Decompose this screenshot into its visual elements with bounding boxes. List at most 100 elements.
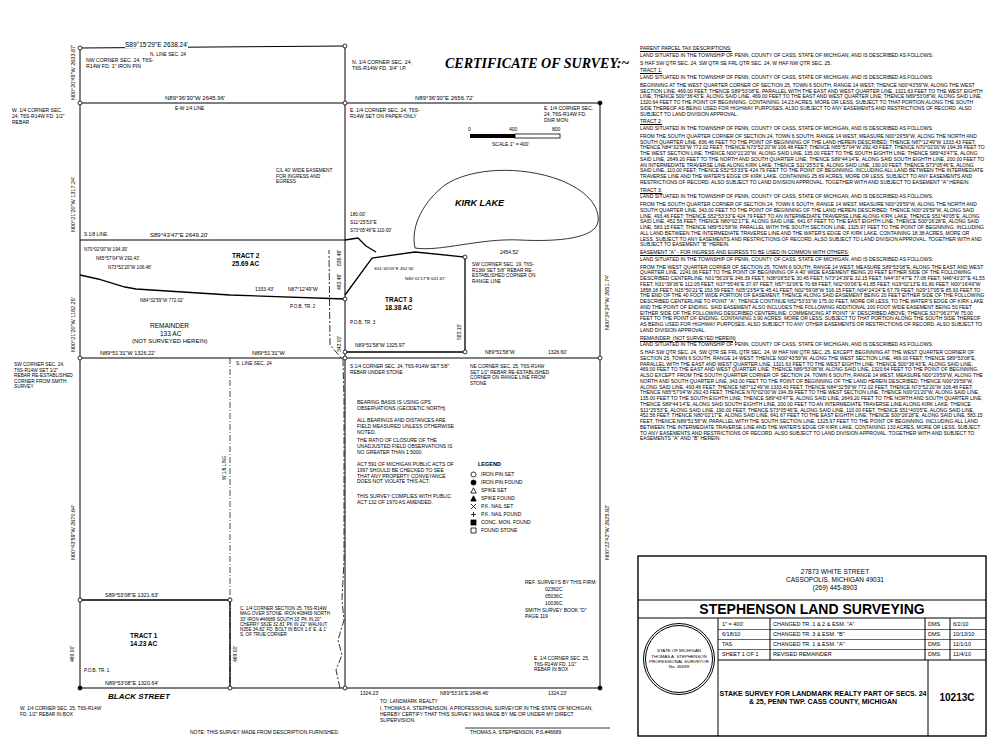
corner-note: E. 1/4 CORNER SEC. 25, T6S-R14W FD. 1/2"… [534, 656, 594, 673]
table-cell: DMS [928, 631, 940, 637]
certification-text: I, THOMAS A. STEPHENSON, A PROFESSIONAL … [380, 706, 610, 723]
bearing-label: N84°32'59"W 772.02' [140, 298, 184, 303]
legend-row: CONC. MON. FOUND [470, 518, 531, 526]
description-heading: TRACT 1: [640, 68, 985, 74]
legend-symbol [470, 503, 477, 510]
legend: IRON PIN SET IRON PIN FOUNDSPIKE SET SPIKE… [470, 470, 531, 534]
bearing-label: N87°12'49"W [288, 287, 318, 293]
legend-symbol [470, 519, 477, 526]
legend-symbol [470, 471, 477, 478]
distance-label: 583.15' [457, 324, 463, 340]
pob-label: P.O.B. TR. 1 [84, 668, 109, 673]
scale-number: 400 [509, 127, 517, 133]
bearing-label: N00°24'24"W 2651.74' [604, 275, 610, 330]
legend-symbol [470, 495, 477, 502]
legend-text: IRON PIN FOUND [481, 480, 522, 485]
bearing-label: N89°36'30"E 2656.72' [415, 95, 474, 102]
legend-text: CONC. MON. FOUND [481, 520, 531, 525]
legend-row: SPIKE FOUND [470, 494, 531, 502]
table-cell: DMS [928, 621, 940, 627]
legend-row: SPIKE SET [470, 486, 531, 494]
table-cell: CHANGED TR. 3 & ESM. "B" [773, 631, 845, 637]
node-text: (269) 445-8903 [813, 584, 857, 592]
signature-name: THOMAS A. STEPHENSON, P.S.#46689 [470, 730, 561, 736]
table-cell: SHEET 1 OF 1 [722, 651, 759, 657]
easement-note: C/L 40' WIDE EASEMENT FOR INGRESS AND EG… [276, 168, 336, 185]
table-cell: DMS [928, 651, 940, 657]
bearing-label: N89°51'58"W 1325.97' [355, 343, 405, 349]
node-text: CASSOPOLIS, MICHIGAN 49031 [786, 576, 884, 584]
legal-description: FROM THE SOUTH QUARTER CORNER OF SECTION… [640, 134, 985, 186]
distance-label: 469.00' [233, 646, 239, 662]
description-heading: PARENT PARCEL TAX DESCRIPTIONS: [640, 46, 985, 52]
corner-note: E. 1/4 CORNER SEC. 24, T6S-R14W FD. DNR … [544, 106, 596, 123]
reference-note: 02362C [545, 587, 563, 593]
description-heading: TRACT 2: [640, 119, 985, 125]
corner-note: SW CORNER SEC. 19, T6S-R13W SET 5/8" REB… [472, 262, 544, 284]
description-column: PARENT PARCEL TAX DESCRIPTIONS:LAND SITU… [640, 46, 985, 444]
tract-name: TRACT 2 [232, 252, 259, 259]
tract-boundaries [80, 238, 465, 688]
survey-note: THE RATIO OF CLOSURE OF THE UNADJUSTED F… [357, 438, 457, 455]
corner-note: E. 1/4 CORNER SEC. 24, T6S-R14W SET ON P… [350, 108, 420, 120]
legend-row: P.K. NAIL SET [470, 502, 531, 510]
corner-note: SW CORNER SEC. 24, T6S-R14W SET 1/2" REB… [14, 362, 74, 390]
legal-description: FROM THE SOUTH QUARTER CORNER OF SECTION… [640, 202, 985, 248]
legend-row: FOUND STONE [470, 526, 531, 534]
bearing-label: N00°20'45"W 2633.87' [70, 45, 76, 100]
node-text: 10213C [939, 692, 974, 704]
table-cell: REVISED REMAINDER [773, 651, 832, 657]
description-heading: TRACT 3: [640, 188, 985, 194]
legend-heading: LEGEND [478, 461, 501, 467]
legend-text: P.K. NAIL SET [481, 504, 513, 509]
legend-row: IRON PIN SET [470, 470, 531, 478]
tract-area: 133 AC [160, 330, 181, 337]
bearing-label: S73°05'46"E 110.00' [350, 228, 392, 233]
survey-note: THIS SURVEY COMPLIES WITH PUBLIC ACT 132… [357, 494, 457, 506]
line-name: W 1/8 LINE [222, 455, 228, 480]
distance-label: 836.46' [337, 250, 343, 266]
corner-note: N. 1/4 CORNER SEC. 24, T6S-R14W FD. 3/4"… [352, 60, 424, 72]
description-heading: REMAINDER: (NOT SURVEYED HEREIN) [640, 336, 985, 342]
sheet-title: CERTIFICATE OF SURVEY:~ [445, 56, 629, 72]
node-text: THOMAS A. STEPHENSON [651, 654, 706, 659]
bearing-label: N73°52'20"W 106.48' [108, 265, 152, 270]
line-name: S. LINE SEC. 24 [236, 361, 272, 367]
pob-label: P.O.B. TR. 2 [290, 304, 315, 309]
node-text: STATE OF MICHIGAN [657, 648, 701, 653]
distance-label: 1324.23' [548, 691, 567, 697]
lake-shoreline [414, 170, 598, 248]
section-lines [80, 46, 600, 688]
bearing-label: S51°40'05"E 452.56' [374, 266, 414, 271]
line-name: N. LINE SEC. 24 [150, 52, 186, 58]
legal-description: LAND SITUATED IN THE TOWNSHIP OF PENN, C… [640, 342, 985, 348]
scale-number: 0 [468, 127, 471, 133]
legal-description: LAND SITUATED IN THE TOWNSHIP OF PENN, C… [640, 53, 985, 59]
legal-description: FROM THE WEST QUARTER CORNER OF SECTION … [640, 265, 985, 334]
description-heading: EASEMENT "A" - FOR INGRESS AND EGRESS TO… [640, 250, 985, 256]
bearing-label: N89°51'31"W 1326.22' [100, 350, 155, 356]
scale-number: 800 [552, 127, 560, 133]
table-cell: CHANGED TR. 1 & ESM. "A" [773, 641, 845, 647]
tract-note: (NOT SURVEYED HEREIN) [132, 338, 207, 345]
title-block-grid [638, 556, 986, 736]
legend-text: SPIKE FOUND [481, 496, 515, 501]
table-cell: TAS [722, 641, 732, 647]
survey-note: BEARING BASIS IS USING GPS OBSERVATIONS … [357, 400, 457, 412]
table-cell: 6/2/10 [953, 621, 968, 627]
node-text: 27873 WHITE STREET [801, 568, 869, 576]
table-cell: 1" = 400' [722, 621, 744, 627]
table-cell: 6/18/10 [722, 631, 740, 637]
survey-note: ALL BEARINGS AND DISTANCES ARE FIELD MEA… [357, 418, 457, 435]
distance-label: 1333.43' [255, 287, 274, 293]
bearing-label: N65°57'04"W 292.43' [96, 256, 140, 261]
legend-text: P.K. NAIL FOUND [481, 512, 521, 517]
bearing-label: N89°36'30"W 2645.96' [165, 95, 225, 102]
lake-name: KIRK LAKE [455, 198, 504, 208]
reference-note: SMITH SURVEY BOOK "D" PAGE 119 [525, 608, 595, 620]
bearing-label: N89°51'31"W [252, 350, 285, 356]
surveyor-seal: STATE OF MICHIGANTHOMAS A. STEPHENSONPRO… [643, 623, 715, 695]
bearing-label: S89°53'08"E 1321.63' [105, 592, 158, 598]
distance-label: 180.00' [350, 212, 366, 218]
corner-markers [78, 44, 602, 690]
